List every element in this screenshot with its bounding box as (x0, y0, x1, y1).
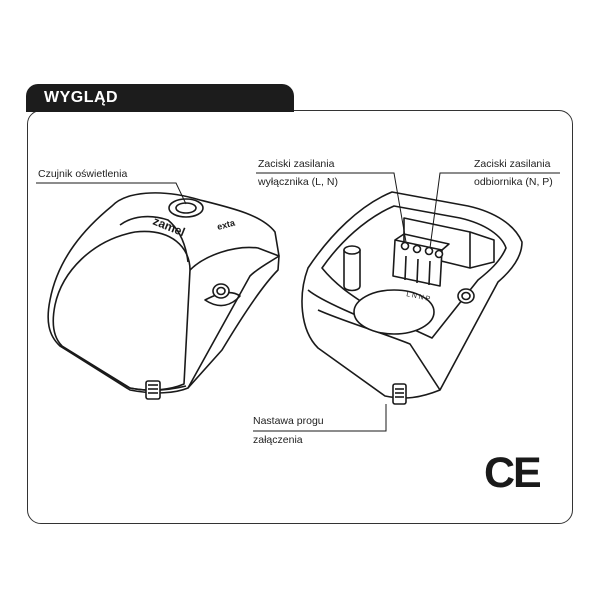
ce-mark: CE (484, 449, 542, 497)
section-title: WYGLĄD (44, 89, 119, 106)
section-header-tab (26, 84, 294, 112)
leader-load-terminals (429, 172, 560, 249)
leader-threshold (253, 404, 387, 432)
content-frame (27, 110, 573, 524)
label-threshold-2: załączenia (253, 434, 303, 446)
closed-device (47, 192, 280, 400)
label-switch-terminals-1: Zaciski zasilania (258, 158, 335, 170)
label-load-terminals-2: odbiornika (N, P) (474, 176, 553, 188)
label-load-terminals-1: Zaciski zasilania (474, 158, 551, 170)
label-threshold-1: Nastawa progu (253, 415, 324, 427)
leader-light-sensor (36, 182, 187, 205)
label-light-sensor: Czujnik oświetlenia (38, 168, 128, 180)
open-device (301, 191, 523, 405)
model-text: exta (216, 217, 237, 232)
terminal-marks: L N N P (406, 291, 431, 303)
leader-switch-terminals (256, 172, 407, 243)
leader-lines (36, 172, 560, 432)
label-switch-terminals-2: wyłącznika (L, N) (258, 176, 338, 188)
